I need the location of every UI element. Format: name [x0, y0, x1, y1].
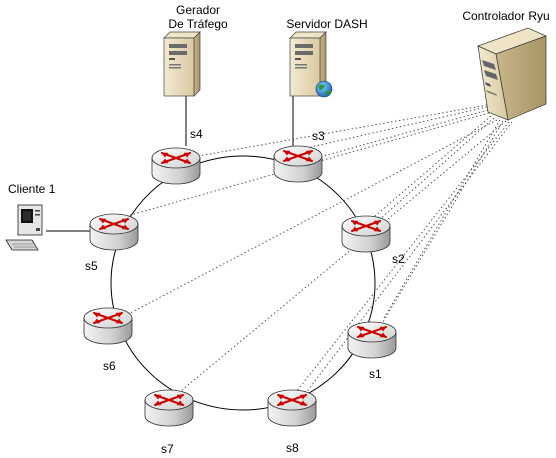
client-label: Cliente 1	[8, 182, 56, 196]
switch-s4[interactable]	[151, 147, 201, 185]
globe-icon	[315, 80, 333, 98]
switch-label-s3: s3	[312, 129, 325, 143]
switch-label-s7: s7	[161, 442, 174, 456]
switch-s8[interactable]	[267, 389, 317, 427]
switch-s7[interactable]	[144, 389, 194, 427]
switch-label-s6: s6	[103, 359, 116, 373]
switch-s3[interactable]	[273, 145, 323, 183]
switch-s6[interactable]	[83, 307, 133, 345]
switch-s1[interactable]	[347, 321, 397, 359]
switch-label-s1: s1	[369, 367, 382, 381]
controller-server[interactable]	[476, 27, 548, 121]
switch-label-s8: s8	[286, 441, 299, 455]
ring-link	[110, 155, 376, 411]
switch-label-s5: s5	[85, 259, 98, 273]
control-links	[116, 104, 513, 399]
switch-s2[interactable]	[341, 215, 391, 253]
dash-server-label: Servidor DASH	[286, 17, 367, 31]
traffic-generator-server[interactable]	[163, 31, 201, 97]
switch-s5[interactable]	[89, 213, 139, 251]
controller-label: Controlador Ryu	[462, 9, 549, 23]
switch-label-s4: s4	[190, 127, 203, 141]
traffic-generator-label-2: De Tráfego	[168, 17, 228, 31]
traffic-generator-label: Gerador	[176, 3, 220, 17]
client-computer[interactable]	[5, 204, 43, 251]
switch-label-s2: s2	[392, 252, 405, 266]
